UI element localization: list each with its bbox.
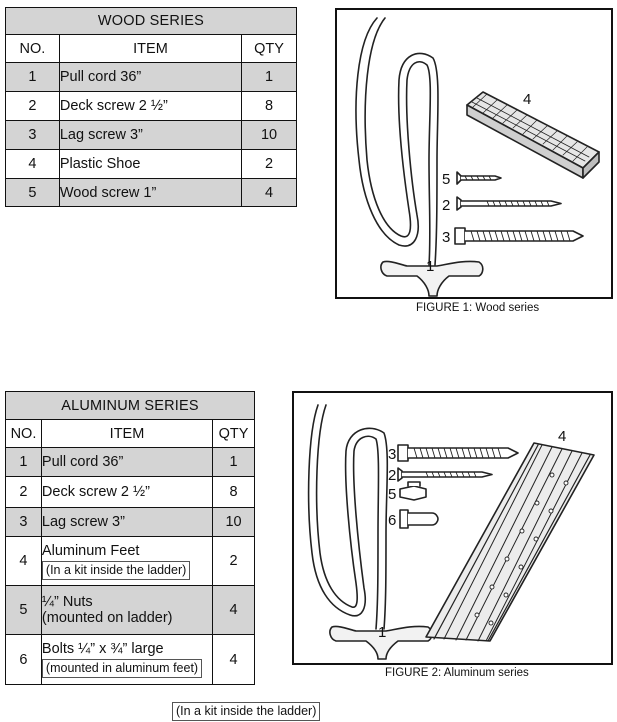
- row-no: 4: [5, 149, 60, 179]
- row-qty: 4: [241, 178, 297, 207]
- row-item: ¼” Nuts (mounted on ladder): [40, 585, 214, 635]
- table-row: 2 Deck screw 2 ½” 8: [5, 476, 255, 508]
- wood-screw-illustration: [456, 171, 502, 185]
- pull-cord-illustration: [307, 404, 389, 630]
- row-item: Deck screw 2 ½”: [58, 91, 243, 121]
- wood-series-title: WOOD SERIES: [5, 7, 297, 35]
- callout-bolt: 6: [388, 512, 396, 529]
- row-item: Lag screw 3”: [40, 507, 214, 537]
- row-qty: 10: [241, 120, 297, 150]
- callout-wood-screw: 5: [442, 171, 450, 188]
- figure-2-caption: FIGURE 2: Aluminum series: [385, 667, 529, 679]
- callout-feet: 4: [558, 428, 566, 445]
- row-item: Pull cord 36”: [58, 62, 243, 92]
- table-row: 1 Pull cord 36” 1: [5, 62, 297, 92]
- aluminum-series-table: ALUMINUM SERIES NO. ITEM QTY 1 Pull cord…: [5, 391, 255, 685]
- table-row: 1 Pull cord 36” 1: [5, 447, 255, 477]
- table-row: 6 Bolts ¼” x ¾” large (mounted in alumin…: [5, 634, 255, 685]
- nut-illustration: [399, 481, 427, 501]
- row-qty: 2: [241, 149, 297, 179]
- row-no: 5: [5, 178, 60, 207]
- row-qty: 4: [212, 634, 255, 685]
- row-no: 5: [5, 585, 42, 635]
- row-qty: 2: [212, 536, 255, 586]
- lag-screw-illustration: [454, 227, 584, 245]
- table-row: 5 Wood screw 1” 4: [5, 178, 297, 207]
- col-header-no: NO.: [5, 34, 60, 63]
- deck-screw-illustration: [397, 467, 493, 482]
- aluminum-series-title: ALUMINUM SERIES: [5, 391, 255, 420]
- row-no: 3: [5, 507, 42, 537]
- table-row: 3 Lag screw 3” 10: [5, 507, 255, 537]
- callout-nut: 5: [388, 486, 396, 503]
- table-row: 5 ¼” Nuts (mounted on ladder) 4: [5, 585, 255, 635]
- row-item-detail: (mounted on ladder): [41, 610, 173, 626]
- row-no: 1: [5, 62, 60, 92]
- lag-screw-illustration: [397, 444, 519, 462]
- aluminum-foot-illustration: [425, 442, 595, 642]
- figure-aluminum-series: 1 4 3 2 5 6: [292, 391, 613, 665]
- row-item-name: Aluminum Feet: [41, 542, 140, 559]
- row-item-name: Bolts ¼” x ¾” large: [41, 641, 164, 657]
- callout-cord: 1: [426, 258, 434, 275]
- wood-series-table: WOOD SERIES NO. ITEM QTY 1 Pull cord 36”…: [5, 7, 297, 207]
- kit-note: (In a kit inside the ladder): [172, 702, 321, 721]
- table-row: 4 Aluminum Feet (In a kit inside the lad…: [5, 536, 255, 586]
- t-handle-illustration: [380, 260, 484, 297]
- row-item: Plastic Shoe: [58, 149, 243, 179]
- row-qty: 4: [212, 585, 255, 635]
- col-header-qty: QTY: [212, 419, 255, 448]
- table-row: 4 Plastic Shoe 2: [5, 149, 297, 179]
- col-header-no: NO.: [5, 419, 42, 448]
- callout-shoe: 4: [523, 91, 531, 108]
- col-header-item: ITEM: [58, 34, 243, 63]
- row-no: 2: [5, 91, 60, 121]
- callout-lag-screw: 3: [442, 229, 450, 246]
- figure-1-caption: FIGURE 1: Wood series: [416, 302, 540, 314]
- row-no: 2: [5, 476, 42, 508]
- row-qty: 1: [241, 62, 297, 92]
- bolt-illustration: [399, 509, 439, 529]
- row-item: Wood screw 1”: [58, 178, 243, 207]
- row-item: Deck screw 2 ½”: [40, 476, 214, 508]
- callout-deck-screw: 2: [388, 467, 396, 484]
- deck-screw-illustration: [456, 196, 562, 211]
- row-qty: 1: [212, 447, 255, 477]
- row-qty: 8: [212, 476, 255, 508]
- aluminum-series-illustration: 1 4 3 2 5 6: [307, 404, 595, 660]
- col-header-qty: QTY: [241, 34, 297, 63]
- callout-lag-screw: 3: [388, 446, 396, 463]
- row-item: Pull cord 36”: [40, 447, 214, 477]
- callout-cord: 1: [378, 624, 386, 641]
- table-row: 2 Deck screw 2 ½” 8: [5, 91, 297, 121]
- col-header-item: ITEM: [40, 419, 214, 448]
- row-item: Bolts ¼” x ¾” large (mounted in aluminum…: [40, 634, 214, 685]
- row-item-note: (In a kit inside the ladder): [41, 560, 191, 580]
- wood-series-illustration: 1 4 5 2 3: [355, 17, 600, 297]
- row-item: Lag screw 3”: [58, 120, 243, 150]
- figure-wood-series: 1 4 5 2 3: [335, 8, 613, 299]
- row-no: 6: [5, 634, 42, 685]
- row-item-name: ¼” Nuts: [41, 594, 93, 610]
- row-no: 1: [5, 447, 42, 477]
- table-row: 3 Lag screw 3” 10: [5, 120, 297, 150]
- row-no: 3: [5, 120, 60, 150]
- row-item: Aluminum Feet (In a kit inside the ladde…: [40, 536, 214, 586]
- row-no: 4: [5, 536, 42, 586]
- row-qty: 10: [212, 507, 255, 537]
- callout-deck-screw: 2: [442, 197, 450, 214]
- row-qty: 8: [241, 91, 297, 121]
- row-item-note: (mounted in aluminum feet): [41, 659, 203, 678]
- pull-cord-illustration: [355, 17, 439, 266]
- t-handle-illustration: [329, 625, 433, 660]
- plastic-shoe-illustration: [466, 91, 600, 179]
